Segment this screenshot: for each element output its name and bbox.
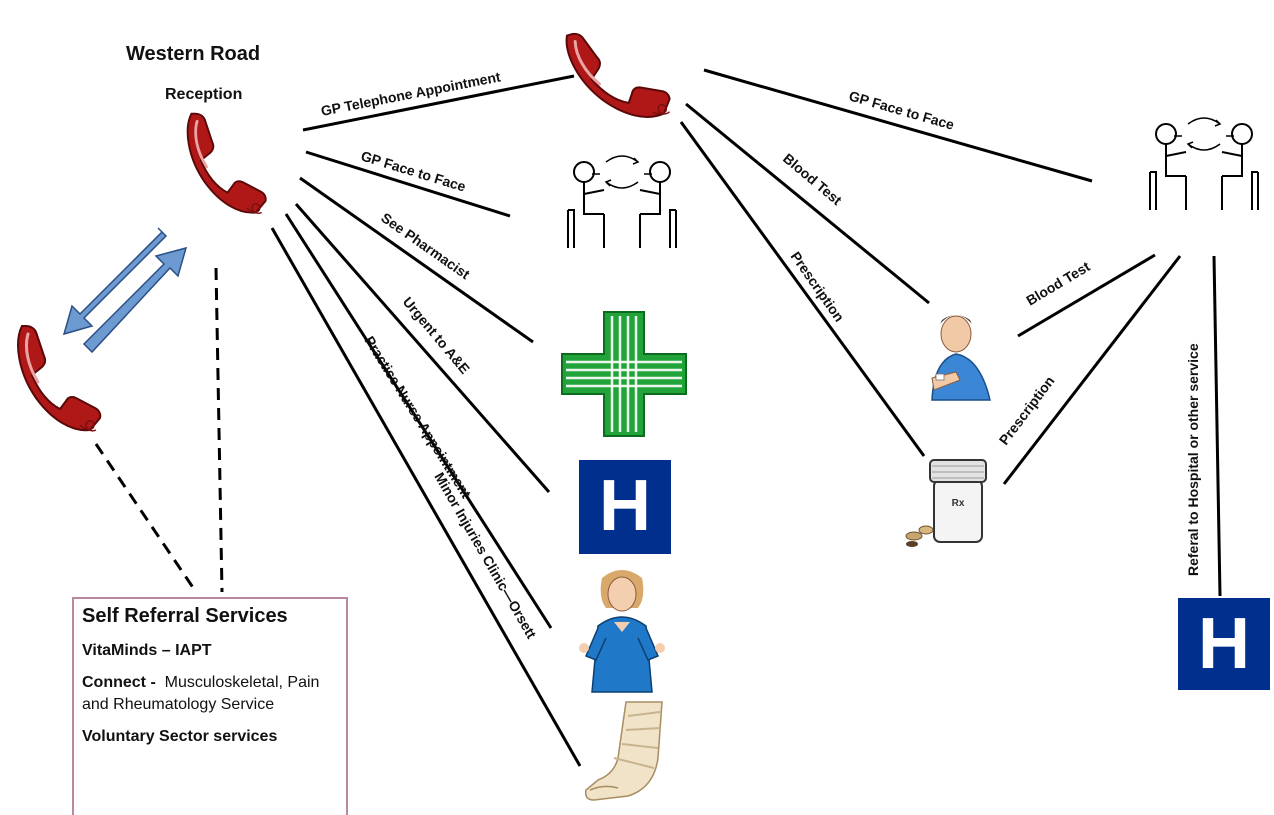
bandaged-foot-icon [584, 701, 663, 801]
pharmacy-cross-icon [561, 311, 687, 437]
gp-meeting-icon [567, 155, 677, 249]
gp-meeting-icon-2 [1149, 117, 1259, 211]
reception-phone-icon [186, 112, 268, 215]
line-gp-telephone [302, 74, 575, 132]
line-prescription-2 [1002, 255, 1182, 485]
gp-telephone-icon [561, 10, 676, 139]
label-gp-face-to-face: GP Face to Face [359, 148, 468, 195]
line-urgent-ae [294, 203, 551, 493]
label-blood-test-1: Blood Test [780, 150, 845, 208]
label-gp-telephone: GP Telephone Appointment [320, 68, 503, 119]
label-minor-injuries: Minor Injuries Clinic—Orsett [431, 470, 540, 642]
line-see-pharmacist [299, 176, 534, 344]
line-gp-face-to-face-2 [703, 68, 1093, 183]
hospital-ae-icon: H [579, 460, 671, 554]
label-referral: Referal to Hospital or other service [1185, 343, 1201, 576]
line-minor-injuries [270, 227, 582, 767]
arrow-to-caller-icon [62, 227, 168, 336]
line-referral [1212, 255, 1222, 597]
dashed-connector-reception [214, 267, 224, 593]
label-prescription-2: Prescription [996, 373, 1058, 448]
connect-description: Musculoskeletal, Pain and Rheumatology S… [82, 674, 320, 713]
self-referral-title: Self Referral Services [82, 605, 288, 627]
hospital-referral-letter: H [1198, 604, 1250, 684]
self-referral-item-voluntary: Voluntary Sector services [82, 728, 278, 745]
prescription-bottle-icon: Rx [905, 459, 987, 547]
line-prescription-1 [679, 121, 926, 457]
rx-label: Rx [952, 498, 965, 509]
arrow-to-reception-icon [82, 246, 188, 354]
blood-test-patient-icon [931, 315, 991, 401]
route-lines [270, 68, 1222, 767]
dashed-connector-caller [94, 443, 198, 593]
self-referral-services-box: Self Referral Services VitaMinds – IAPT … [72, 597, 348, 815]
line-blood-test-1 [685, 102, 930, 305]
diagram-title: Western Road [126, 43, 260, 65]
line-blood-test-2 [1017, 253, 1156, 338]
label-blood-test-2: Blood Test [1023, 258, 1093, 309]
practice-nurse-icon [579, 570, 665, 693]
connect-label: Connect - [82, 674, 156, 691]
line-gp-face-to-face [305, 150, 511, 218]
hospital-referral-icon: H [1178, 598, 1270, 690]
self-referral-item-vitaminds: VitaMinds – IAPT [82, 642, 212, 659]
line-practice-nurse [284, 213, 553, 629]
self-referral-item-connect: Connect - Musculoskeletal, Pain and Rheu… [82, 672, 338, 716]
label-prescription-1: Prescription [788, 249, 848, 325]
label-see-pharmacist: See Pharmacist [378, 209, 473, 282]
reception-label: Reception [165, 86, 242, 103]
call-arrows [62, 227, 188, 354]
hospital-ae-letter: H [599, 466, 651, 546]
